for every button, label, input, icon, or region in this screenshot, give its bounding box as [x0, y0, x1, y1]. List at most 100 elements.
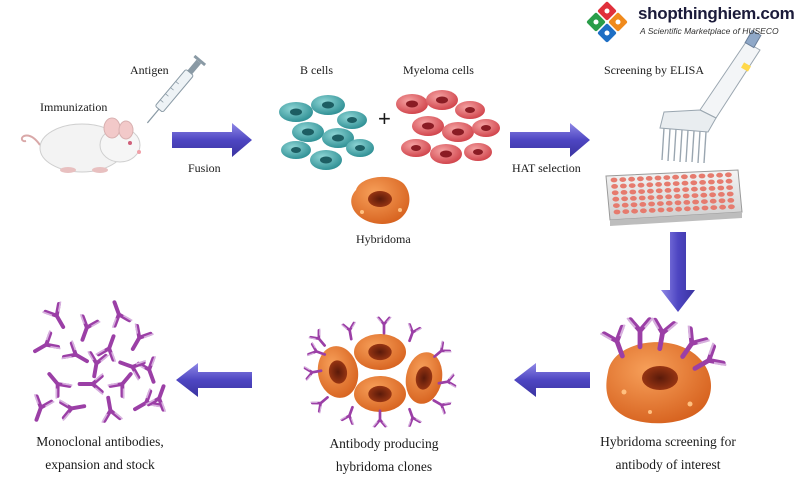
elisa-well — [648, 201, 655, 207]
elisa-well — [716, 179, 724, 185]
elisa-well — [640, 208, 647, 214]
elisa-well — [611, 190, 619, 196]
arrow-fusion — [172, 123, 252, 157]
elisa-well — [655, 188, 663, 194]
elisa-well — [681, 174, 688, 180]
elisa-well — [656, 194, 664, 200]
elisa-well — [716, 172, 723, 178]
elisa-well — [701, 205, 709, 211]
elisa-well — [674, 200, 682, 206]
elisa-well — [620, 183, 627, 189]
label-antigen: Antigen — [130, 63, 169, 77]
elisa-plate-icon — [605, 169, 743, 226]
antibody-mark — [401, 405, 424, 429]
myeloma-cells-cluster — [396, 90, 500, 164]
screening-hybridoma-cell — [600, 318, 726, 424]
elisa-well — [673, 187, 681, 193]
clone-cell — [405, 352, 443, 404]
label-hat-selection: HAT selection — [512, 161, 581, 175]
elisa-well — [681, 180, 689, 186]
elisa-well — [638, 195, 646, 201]
elisa-well — [718, 198, 726, 204]
antibody-mark — [339, 320, 360, 342]
label-fusion: Fusion — [188, 161, 221, 175]
elisa-well — [674, 194, 681, 199]
elisa-well — [682, 187, 689, 193]
antibody-mark — [82, 349, 111, 380]
elisa-well — [628, 183, 636, 189]
clone-cell — [354, 334, 406, 370]
label-hybridoma-screening-line2: antibody of interest — [615, 457, 721, 472]
arrow-down-screening — [661, 232, 695, 312]
elisa-well — [726, 185, 733, 191]
elisa-well — [682, 193, 690, 199]
brand-logo — [586, 1, 628, 43]
elisa-well — [619, 177, 627, 183]
clone-cell — [354, 376, 406, 412]
elisa-well — [611, 184, 618, 189]
label-screening-elisa: Screening by ELISA — [604, 63, 704, 77]
elisa-well — [726, 191, 734, 197]
antibody-mark — [309, 390, 334, 415]
elisa-well — [709, 192, 716, 198]
elisa-well — [621, 202, 629, 208]
elisa-well — [684, 206, 691, 212]
elisa-well — [707, 173, 715, 179]
label-antibody-clones-line2: hybridoma clones — [335, 459, 433, 474]
elisa-well — [621, 196, 628, 202]
elisa-well — [709, 198, 717, 204]
elisa-well — [647, 188, 654, 194]
brand-name: shopthinghiem.com — [638, 4, 795, 23]
label-antibody-clones: Antibody producing hybridoma clones — [329, 432, 438, 478]
elisa-well — [637, 182, 645, 188]
label-hybridoma: Hybridoma — [356, 232, 411, 246]
elisa-well — [645, 176, 653, 181]
hybridoma-cell — [351, 176, 410, 225]
label-monoclonal: Monoclonal antibodies, expansion and sto… — [36, 430, 163, 476]
elisa-well — [691, 186, 698, 192]
label-hybridoma-screening: Hybridoma screening for antibody of inte… — [600, 430, 736, 476]
antibody-mark — [102, 296, 135, 330]
label-hybridoma-screening-line1: Hybridoma screening for — [600, 434, 736, 449]
elisa-well — [629, 189, 637, 195]
elisa-well — [692, 199, 699, 205]
clone-cell — [317, 346, 359, 398]
mouse-icon — [20, 117, 141, 173]
elisa-well — [666, 207, 674, 213]
elisa-well — [631, 208, 638, 214]
antibody-mark — [127, 386, 163, 421]
elisa-well — [665, 200, 673, 206]
elisa-well — [718, 192, 725, 197]
monoclonal-antibodies — [24, 296, 176, 426]
elisa-well — [610, 177, 618, 183]
elisa-well — [613, 203, 620, 209]
elisa-well — [699, 186, 707, 192]
antibody-mark — [77, 371, 105, 397]
elisa-well — [727, 198, 735, 203]
antibody-mark — [401, 321, 424, 345]
elisa-well — [646, 182, 654, 188]
elisa-well — [638, 189, 645, 195]
elisa-well — [612, 196, 620, 202]
elisa-well — [648, 208, 656, 213]
label-b-cells: B cells — [300, 63, 333, 77]
arrow-to-clones — [514, 363, 590, 397]
brand: shopthinghiem.com A Scientific Marketpla… — [586, 4, 798, 44]
elisa-well — [630, 202, 638, 208]
elisa-well — [701, 199, 708, 205]
elisa-well — [675, 206, 682, 212]
arrow-to-monoclonal — [176, 363, 252, 397]
elisa-well — [664, 188, 672, 193]
antibody-mark — [307, 327, 332, 352]
elisa-well — [620, 190, 628, 195]
label-myeloma-cells: Myeloma cells — [403, 63, 474, 77]
antibody-mark — [39, 365, 75, 401]
elisa-well — [639, 202, 647, 207]
label-monoclonal-line1: Monoclonal antibodies, — [36, 434, 164, 449]
elisa-well — [663, 175, 671, 181]
elisa-well — [717, 185, 725, 191]
antibody-mark — [40, 299, 75, 335]
label-monoclonal-line2: expansion and stock — [45, 457, 155, 472]
pipette-icon — [659, 29, 762, 164]
antibody-mark — [371, 409, 389, 429]
